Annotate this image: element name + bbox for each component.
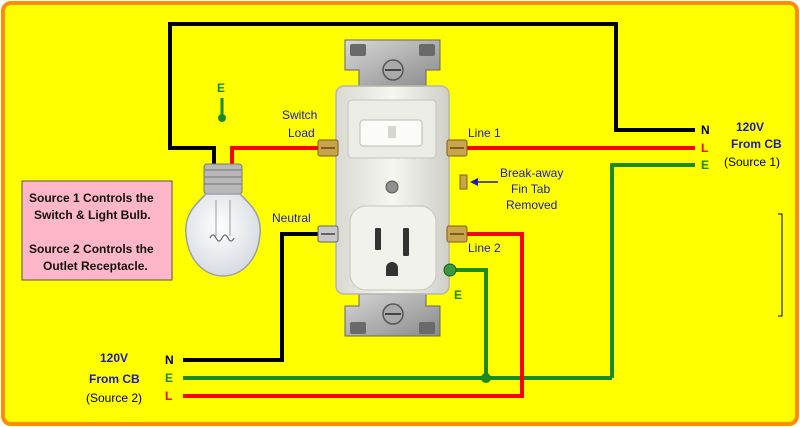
fin-tab-icon [459, 174, 468, 190]
fin-tab-label-line1: Break-away [500, 166, 563, 180]
source2-from: From CB [89, 372, 140, 386]
bracket [778, 213, 783, 317]
source2-name: (Source 2) [86, 391, 142, 405]
note-line2: Switch & Light Bulb. [34, 208, 151, 222]
source2-l-label: L [165, 389, 172, 403]
source2-e-label: E [165, 371, 173, 385]
source1-n-label: N [701, 123, 710, 137]
source1-l-label: L [701, 141, 708, 155]
note-line4: Outlet Receptacle. [43, 259, 148, 273]
terminal-neutral [317, 225, 339, 243]
switch-label: Switch [282, 108, 317, 122]
neutral-wire-source1 [168, 22, 695, 165]
terminal-line2 [446, 225, 468, 243]
fin-tab-label-line3: Removed [506, 198, 557, 212]
ground-wire-source1 [610, 163, 695, 378]
terminal-ground [443, 263, 457, 277]
note-line1: Source 1 Controls the [29, 191, 154, 205]
load-label: Load [288, 126, 315, 140]
source2-voltage: 120V [100, 351, 128, 365]
note-box: Source 1 Controls the Switch & Light Bul… [21, 180, 173, 281]
line1-label: Line 1 [468, 126, 501, 140]
fin-tab-label-line2: Fin Tab [511, 182, 550, 196]
outlet-ground-label: E [454, 288, 462, 302]
source2-n-label: N [165, 353, 174, 367]
arrow-left-icon [470, 178, 498, 186]
line2-label: Line 2 [468, 241, 501, 255]
ground-junction [481, 373, 491, 383]
ground-wire-outlet [452, 268, 488, 378]
source1-from: From CB [731, 137, 782, 151]
terminal-load [317, 139, 339, 157]
load-wire [230, 146, 324, 165]
line-wire-source2 [183, 232, 524, 398]
light-bulb-icon [185, 163, 261, 277]
source1-name: (Source 1) [724, 155, 780, 169]
terminal-line1 [446, 139, 468, 157]
note-line3: Source 2 Controls the [29, 242, 154, 256]
source1-e-label: E [701, 158, 709, 172]
ground-symbol-icon [218, 98, 226, 122]
neutral-wire-source2 [183, 232, 324, 362]
source1-voltage: 120V [736, 120, 764, 134]
neutral-label: Neutral [272, 211, 311, 225]
ground-marker-label: E [217, 81, 225, 95]
switch-outlet-combo-icon [317, 39, 468, 337]
